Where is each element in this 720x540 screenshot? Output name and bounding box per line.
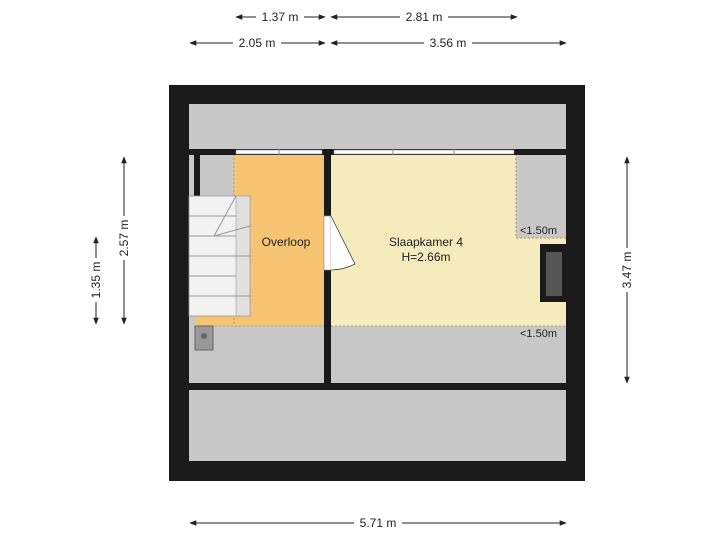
dim-top1-right: 2.81 m: [406, 10, 443, 24]
dim-left-inner: 2.57 m: [117, 220, 131, 257]
door-swing: [330, 215, 356, 271]
ceiling-upper-label: <1.50m: [520, 225, 557, 237]
door-opening: [323, 215, 332, 271]
slaapkamer-height: H=2.66m: [401, 250, 450, 264]
slaapkamer-label: Slaapkamer 4: [389, 235, 463, 249]
windows-top: [235, 149, 515, 155]
chimney-inner: [546, 252, 562, 296]
stairs: [188, 195, 251, 317]
dim-top2-right: 3.56 m: [430, 36, 467, 50]
ceiling-lower-label: <1.50m: [520, 328, 557, 340]
dim-bottom: 5.71 m: [360, 516, 397, 530]
dim-top1-left: 1.37 m: [262, 10, 299, 24]
overloop-label: Overloop: [262, 235, 311, 249]
dim-left-outer: 1.35 m: [89, 262, 103, 299]
dim-top2-left: 2.05 m: [239, 36, 276, 50]
dim-right: 3.47 m: [620, 252, 634, 289]
slaapkamer-low-corner: [516, 154, 566, 238]
